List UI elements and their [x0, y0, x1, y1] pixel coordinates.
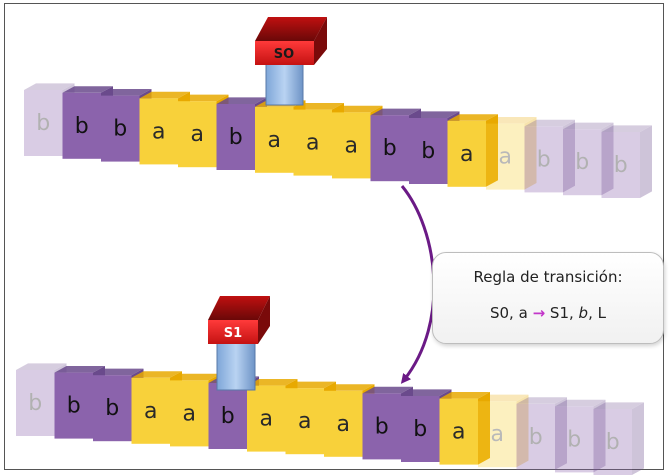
- rule-arrow-icon: →: [532, 304, 546, 322]
- tape-cell-symbol: b: [67, 394, 81, 419]
- tape-cell-b: b: [555, 399, 606, 473]
- tape-cell-symbol: a: [345, 133, 358, 158]
- rule-lhs: S0, a: [489, 304, 528, 322]
- head-s0: SO: [255, 17, 327, 106]
- rule-rhs-state: S1,: [549, 304, 574, 322]
- tape-cell-a: a: [447, 114, 498, 187]
- tape-cell-symbol: b: [383, 136, 397, 161]
- tape-cell-b: b: [563, 122, 614, 196]
- rule-rhs-sep: ,: [588, 304, 593, 322]
- tape-cell-symbol: b: [413, 417, 427, 442]
- head-s0-label: SO: [274, 47, 294, 62]
- tape-cell-symbol: b: [221, 404, 235, 429]
- tape-cell-symbol: b: [28, 391, 42, 416]
- tape-cell-symbol: b: [529, 425, 543, 450]
- tape-cell-symbol: a: [144, 399, 157, 424]
- tape-cell-symbol: a: [260, 407, 273, 432]
- rule-expression: S0, a → S1, b, L: [433, 304, 663, 322]
- tape-cell-symbol: b: [421, 139, 435, 164]
- tape-cell-symbol: a: [298, 409, 311, 434]
- tape-cell-symbol: a: [152, 119, 165, 144]
- tape-cell-a: a: [285, 381, 336, 455]
- tape-cell-symbol: a: [306, 131, 319, 156]
- tape-cell-symbol: a: [460, 142, 473, 167]
- tape-cell-symbol: b: [113, 117, 127, 142]
- tape-cell-a: a: [486, 117, 537, 190]
- tape-cell-a: a: [478, 394, 529, 468]
- tape-cell-symbol: b: [575, 150, 589, 175]
- tape-cell-symbol: b: [606, 430, 620, 455]
- tape-cell-symbol: b: [36, 111, 50, 136]
- tape-cell-symbol: a: [491, 422, 504, 447]
- tape-cell-symbol: b: [614, 153, 628, 178]
- tape-cell-symbol: b: [105, 396, 119, 421]
- head-s1-label: S1: [224, 326, 242, 341]
- tape-cell-symbol: a: [452, 420, 465, 445]
- head-s1: S1: [208, 296, 270, 391]
- tape-cell-b: b: [601, 125, 652, 198]
- transition-arrow: [400, 185, 436, 384]
- rule-title: Regla de transición:: [473, 268, 623, 286]
- tape-cell-b: b: [524, 119, 575, 193]
- tape-cell-b: b: [516, 397, 567, 470]
- tape-cell-symbol: b: [75, 114, 89, 139]
- transition-rule-box: Regla de transición: S0, a → S1, b, L: [432, 252, 664, 344]
- tape-cell-symbol: b: [229, 125, 243, 150]
- tape-cell-b: b: [593, 402, 644, 475]
- rule-rhs-move: L: [597, 304, 606, 322]
- tape-cell-symbol: b: [537, 147, 551, 172]
- rule-rhs-symbol: b: [578, 304, 589, 322]
- tape-cell-symbol: a: [337, 412, 350, 437]
- tape-cell-symbol: a: [268, 128, 281, 153]
- tape-cell-symbol: a: [183, 401, 196, 426]
- tape-cell-symbol: a: [191, 122, 204, 147]
- tape-cell-symbol: a: [499, 145, 512, 170]
- tape-cell-a: a: [439, 392, 490, 465]
- tape-cell-symbol: b: [375, 414, 389, 439]
- tape-cell-symbol: b: [567, 427, 581, 452]
